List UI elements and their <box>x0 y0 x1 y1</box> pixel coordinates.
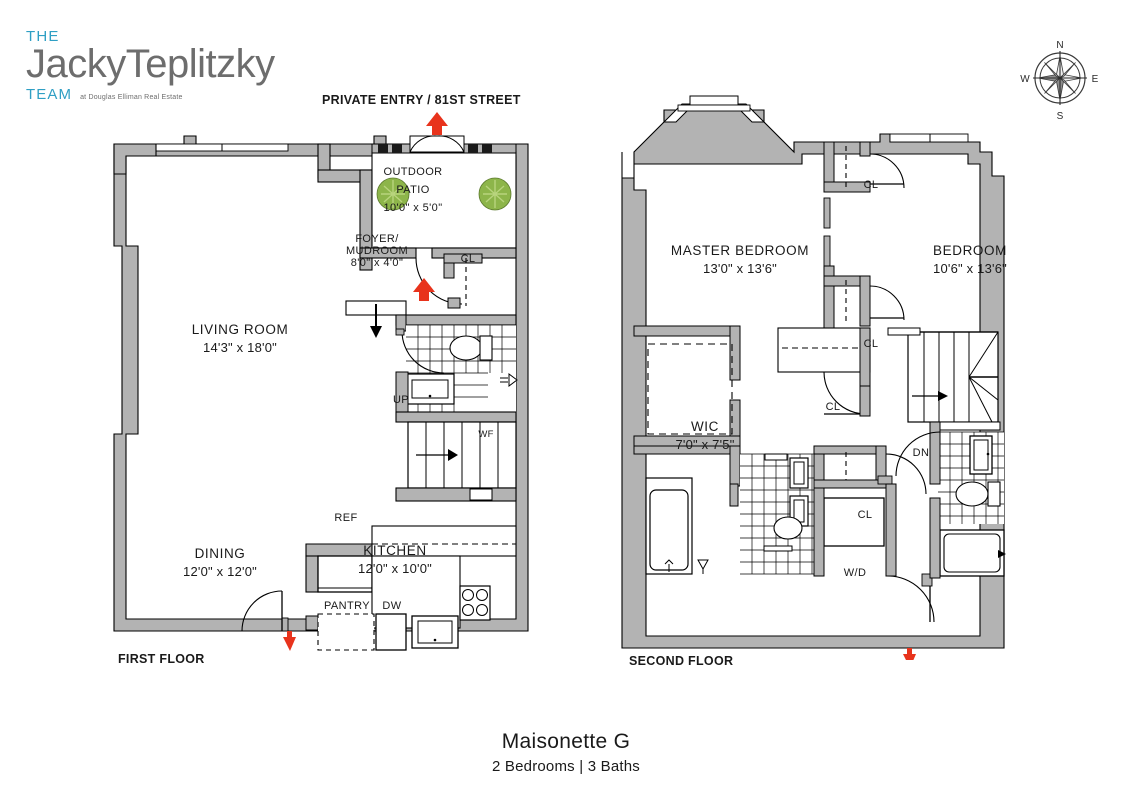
unit-details: 2 Bedrooms | 3 Baths <box>492 758 640 775</box>
compass-east-label: E <box>1092 74 1099 85</box>
dw-label: DW <box>382 600 402 612</box>
pantry-label: PANTRY <box>323 600 370 612</box>
entry-arrow-patio <box>413 278 435 301</box>
wic-label: WIC 7'0" x 7'5" <box>645 418 765 454</box>
brand-the: THE <box>26 28 60 45</box>
brand-team: TEAM <box>26 86 73 103</box>
f2-closet-2-label: CL <box>863 338 879 350</box>
private-entry-label: PRIVATE ENTRY / 81ST STREET <box>322 93 521 107</box>
compass-south-label: S <box>1057 111 1064 122</box>
foyer-mudroom-label: FOYER/ MUDROOM 8'0" x 4'0" <box>322 233 432 269</box>
master-bedroom-label: MASTER BEDROOM 13'0" x 13'6" <box>640 242 840 278</box>
unit-caption: Maisonette G 2 Bedrooms | 3 Baths <box>0 730 1132 775</box>
outlet-icon <box>697 559 709 574</box>
kitchen-label: KITCHEN 12'0" x 10'0" <box>305 542 485 578</box>
tub-drain-icon <box>664 559 674 572</box>
stairs-up-label: UP <box>392 394 410 406</box>
wic-dim: 7'0" x 7'5" <box>675 437 735 452</box>
master-bath-tile-hatch <box>740 453 814 575</box>
first-floor-title: FIRST FLOOR <box>118 652 205 666</box>
kitchen-dim: 12'0" x 10'0" <box>358 561 432 576</box>
washer-dryer-label: W/D <box>843 567 867 579</box>
ref-label: REF <box>334 512 358 524</box>
living-room-label: LIVING ROOM 14'3" x 18'0" <box>140 321 340 357</box>
bedroom-label: BEDROOM 10'6" x 13'6" <box>880 242 1060 278</box>
patio-dim: 10'0" x 5'0" <box>383 202 443 214</box>
second-floor-walls <box>621 95 1006 649</box>
master-bedroom-name: MASTER BEDROOM <box>670 243 810 258</box>
unit-name: Maisonette G <box>501 730 631 753</box>
stairs-down-label: DN <box>912 447 930 459</box>
toilet-icon-f1 <box>449 335 493 361</box>
compass-rose: N S E W <box>1020 40 1099 122</box>
stairs-down <box>887 327 999 423</box>
first-floor-drawing <box>113 112 529 651</box>
foyer-name-line1: FOYER/ <box>355 233 399 245</box>
foyer-name-line2: MUDROOM <box>345 245 409 257</box>
second-bath-tile-hatch <box>938 431 1004 524</box>
bedroom-dim: 10'6" x 13'6" <box>933 261 1007 276</box>
brand-name: JackyTeplitzky <box>26 42 275 86</box>
second-floor-drawing <box>621 95 1006 660</box>
brand-affiliation: at Douglas Elliman Real Estate <box>80 94 183 101</box>
second-floor-entry-arrow <box>903 648 916 660</box>
f2-closet-4-label: CL <box>857 509 873 521</box>
dining-label: DINING 12'0" x 12'0" <box>130 545 310 581</box>
living-room-dim: 14'3" x 18'0" <box>203 340 277 355</box>
f1-closet-label: CL <box>460 253 476 265</box>
patio-tree-right <box>478 177 512 211</box>
compass-north-label: N <box>1056 40 1063 51</box>
stairs-up <box>407 421 517 489</box>
dining-name: DINING <box>194 546 246 561</box>
foyer-direction-arrow <box>370 304 382 338</box>
compass-west-label: W <box>1020 74 1030 85</box>
shower-valve-icon <box>500 373 518 387</box>
patio-tree-left <box>376 177 410 211</box>
f2-closet-1-label: CL <box>863 179 879 191</box>
wic-name: WIC <box>690 419 720 434</box>
living-room-name: LIVING ROOM <box>191 322 289 337</box>
dining-dim: 12'0" x 12'0" <box>183 564 257 579</box>
second-floor-title: SECOND FLOOR <box>629 654 734 668</box>
kitchen-name: KITCHEN <box>363 543 427 558</box>
f2-closet-3-label: CL <box>825 401 841 413</box>
bay-window-master <box>662 95 766 123</box>
first-floor-walls <box>113 135 529 651</box>
patio-name-line1: OUTDOOR <box>383 166 443 178</box>
dining-entry-arrow <box>283 631 296 651</box>
wf-label: WF <box>478 429 494 440</box>
bedroom-name: BEDROOM <box>933 243 1007 258</box>
entry-arrow-street <box>426 112 448 135</box>
patio-name-line2: PATIO <box>396 184 430 196</box>
brand-logo: THE JackyTeplitzky TEAM at Douglas Ellim… <box>26 28 275 106</box>
foyer-dim: 8'0" x 4'0" <box>350 257 404 269</box>
master-bedroom-dim: 13'0" x 13'6" <box>703 261 777 276</box>
outdoor-patio-label: OUTDOOR PATIO 10'0" x 5'0" <box>333 163 493 217</box>
